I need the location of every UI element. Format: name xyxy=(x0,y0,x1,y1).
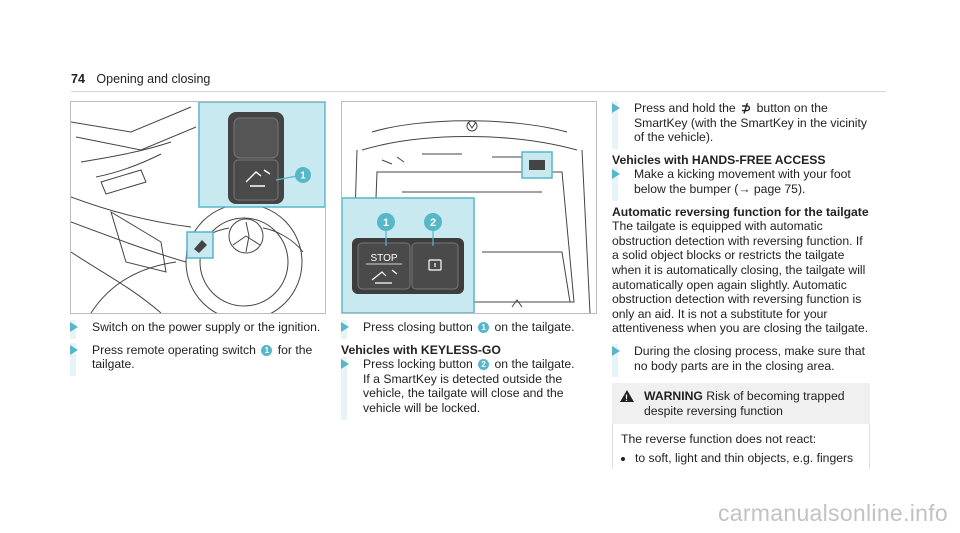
step-arrow-icon xyxy=(612,103,620,113)
step-text-part: on the tailgate. xyxy=(494,357,575,372)
step-bar xyxy=(70,342,76,376)
callout-badge: 1 xyxy=(478,322,490,333)
section-title: Opening and closing xyxy=(96,72,211,86)
step-text: Switch on the power supply or the igniti… xyxy=(92,320,321,334)
instruction-step: Press remote operating switch 1 for the … xyxy=(70,342,328,376)
warning-title: Risk of becoming trapped despite reversi… xyxy=(644,389,845,418)
step-arrow-icon xyxy=(341,322,349,332)
step-text-part: Press remote operating switch xyxy=(92,342,256,357)
step-text-part: Press and hold the xyxy=(634,101,736,115)
section-heading: Vehicles with HANDS-FREE ACCESS xyxy=(612,152,826,167)
step-text-part: button on the SmartKey (with the SmartKe… xyxy=(634,101,867,145)
step-arrow-icon xyxy=(612,169,620,180)
step-text: Press and hold the ⊅ button on the Smart… xyxy=(634,101,870,145)
text-column-1: Switch on the power supply or the igniti… xyxy=(70,320,328,380)
door-illustration: 1 xyxy=(71,102,325,313)
callout-1-marker xyxy=(377,213,395,231)
step-bar xyxy=(341,357,347,420)
text-column-2: Press closing button 1 on the tailgate. … xyxy=(341,320,599,424)
step-text-part: for the tailgate. xyxy=(92,342,313,372)
step-bar xyxy=(612,101,618,149)
callout-badge: 2 xyxy=(478,359,490,371)
warning-bullet: to soft, light and thin objects, e.g. fi… xyxy=(635,451,861,466)
step-arrow-icon xyxy=(70,344,78,355)
instruction-step: During the closing process, make sure th… xyxy=(612,343,870,378)
page-number: 74 xyxy=(71,72,85,86)
instruction-step: Press locking button 2 on the tailgate. … xyxy=(341,357,599,420)
warning-header: WARNING Risk of becoming trapped despite… xyxy=(612,383,870,425)
callout-badge: 1 xyxy=(261,344,273,356)
warning-body: The reverse function does not react: to … xyxy=(612,424,870,470)
stop-label: STOP xyxy=(370,253,397,264)
step-arrow-icon xyxy=(612,345,620,356)
callout-1-marker xyxy=(295,167,311,183)
header-divider xyxy=(71,91,886,92)
instruction-step: Switch on the power supply or the igniti… xyxy=(70,320,328,339)
step-arrow-icon xyxy=(70,322,78,332)
instruction-step: Press and hold the ⊅ button on the Smart… xyxy=(612,101,870,149)
body-paragraph: The tailgate is equipped with automatic … xyxy=(612,219,869,336)
warning-intro: The reverse function does not react: xyxy=(621,432,817,447)
warning-triangle-icon xyxy=(620,390,634,406)
section-heading: Automatic reversing function for the tai… xyxy=(612,204,869,219)
tailgate-icon: ⊅ xyxy=(741,101,752,115)
figure-door-switch: 1 xyxy=(70,101,326,314)
text-column-3: Press and hold the ⊅ button on the Smart… xyxy=(612,101,870,470)
step-text: Press closing button 1 on the tailgate. xyxy=(363,320,599,335)
step-text: Press locking button 2 on the tailgate. xyxy=(363,357,599,372)
step-text-part: Press closing button xyxy=(363,320,473,334)
step-text-part: Press locking button xyxy=(363,357,473,372)
watermark-text: carmanualsonline.info xyxy=(717,500,948,526)
step-detail: If a SmartKey is detected outside the ve… xyxy=(363,371,564,415)
page-header: 74 Opening and closing xyxy=(71,72,210,86)
warning-box: WARNING Risk of becoming trapped despite… xyxy=(612,383,870,470)
tailgate-illustration: STOP 1 2 xyxy=(342,120,591,313)
step-bar xyxy=(612,343,618,378)
step-text: Press remote operating switch 1 for the … xyxy=(92,343,328,372)
callout-1-label: 1 xyxy=(300,171,306,182)
step-text-part: on the tailgate. xyxy=(494,320,575,334)
instruction-step: Press closing button 1 on the tailgate. xyxy=(341,320,599,339)
instruction-step: Make a kicking movement with your foot b… xyxy=(612,167,870,201)
callout-2-marker xyxy=(424,213,442,231)
step-arrow-icon xyxy=(341,359,349,370)
section-heading: Vehicles with KEYLESS-GO xyxy=(341,342,501,357)
step-bar xyxy=(612,167,618,201)
warning-text: WARNING Risk of becoming trapped despite… xyxy=(644,389,862,418)
warning-label: WARNING xyxy=(644,389,703,404)
callout-2-label: 2 xyxy=(430,217,436,229)
step-text: Make a kicking movement with your foot b… xyxy=(634,167,851,196)
warning-list: to soft, light and thin objects, e.g. fi… xyxy=(621,451,861,466)
callout-1-label: 1 xyxy=(383,217,389,229)
step-text: During the closing process, make sure th… xyxy=(634,343,865,373)
figure-tailgate-buttons: STOP 1 2 xyxy=(341,101,597,314)
